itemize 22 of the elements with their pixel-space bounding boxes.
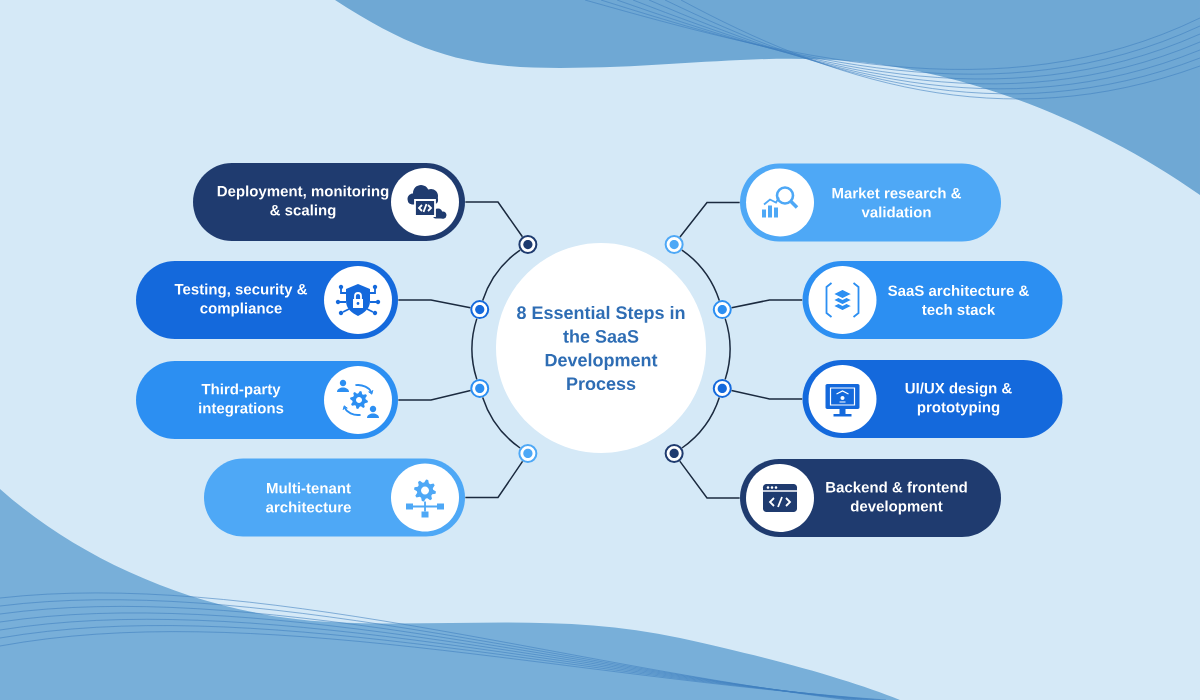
connector-line xyxy=(464,201,524,238)
connector-line xyxy=(471,317,478,381)
connector-dot xyxy=(664,443,684,463)
connector-line xyxy=(730,389,803,400)
connector-line xyxy=(681,249,721,302)
connector-line xyxy=(679,201,741,238)
connector-dot xyxy=(712,300,732,320)
connector-line xyxy=(679,460,741,499)
connector-dot xyxy=(518,443,538,463)
connector-dot xyxy=(470,378,490,398)
connector-line xyxy=(464,460,524,499)
connector-line xyxy=(730,299,803,309)
connector-line xyxy=(397,299,472,309)
connector-line xyxy=(681,396,721,449)
connector-dot xyxy=(470,300,490,320)
connector-dot xyxy=(664,235,684,255)
connector-dot xyxy=(712,378,732,398)
connector-dot xyxy=(518,235,538,255)
connector-line xyxy=(481,396,521,449)
connector-line xyxy=(724,317,731,381)
connector-line xyxy=(481,249,521,302)
connector-line xyxy=(397,389,472,401)
